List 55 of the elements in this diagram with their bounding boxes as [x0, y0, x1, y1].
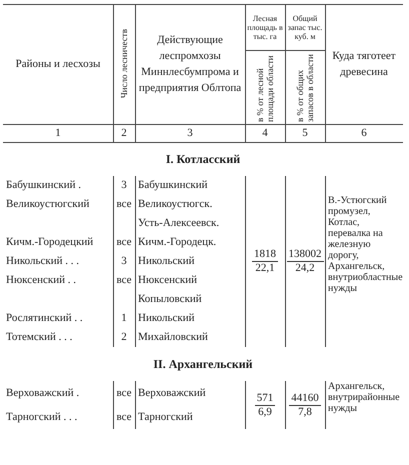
district-cell-text: Бабушкинский .	[5, 179, 82, 192]
column-header: Число лесничеств	[119, 29, 129, 99]
enterprise-cell-text: Великоустюгск.	[137, 198, 214, 211]
fraction-numerator: 44160	[289, 392, 321, 406]
count-cell: 2	[121, 331, 127, 344]
fraction-denominator: 7,8	[297, 406, 313, 418]
enterprise-cell-text: Тарногский	[137, 410, 194, 424]
district-cell-text: Нюксенский . .	[5, 274, 78, 287]
enterprise-cell-text: Копыловский	[137, 293, 203, 306]
enterprise-cell-text: Усть-Алексеевск.	[137, 217, 220, 230]
district-cell-text: Верховажский .	[5, 386, 80, 400]
district-cell-text: Тарногский . . .	[5, 410, 78, 424]
fraction-denominator: 6,9	[257, 406, 273, 418]
column-number: 5	[302, 126, 308, 140]
enterprise-cell-text: Нюксенский	[137, 274, 198, 287]
column-number: 2	[121, 126, 127, 140]
district-cell-text: Кичм.-Городецкий	[5, 236, 94, 249]
column-header: Куда тяготеет древесина	[331, 49, 397, 80]
count-cell: 1	[121, 312, 127, 325]
fraction-numerator: 1818	[252, 248, 278, 262]
column-header: Лесная площадь в тыс. га	[246, 14, 284, 40]
destination-cell-text: Архангельск, внутрирайонные нужды	[327, 381, 401, 414]
column-number: 6	[361, 126, 367, 140]
column-header: Районы и лесхозы	[14, 57, 102, 72]
enterprise-cell-text: Михайловский	[137, 331, 209, 344]
fraction-numerator: 138002	[286, 248, 324, 262]
enterprise-cell-text: Никольский	[137, 255, 196, 268]
district-cell-text: Великоустюгский	[5, 198, 90, 211]
enterprise-cell-text: Кичм.-Городецк.	[137, 236, 218, 249]
count-cell: все	[116, 410, 132, 424]
column-header: Общий запас тыс. куб. м	[286, 14, 324, 40]
count-cell: все	[116, 198, 132, 211]
count-cell: все	[116, 386, 132, 400]
district-cell-text: Никольский . . .	[5, 255, 80, 268]
enterprise-cell-text: Никольский	[137, 312, 196, 325]
count-cell: все	[116, 236, 132, 249]
count-cell: 3	[121, 179, 127, 192]
enterprise-cell-text: Бабушкинский	[137, 179, 208, 192]
count-cell: 3	[121, 255, 127, 268]
column-subheader: в % от общих запасов в области	[295, 53, 315, 122]
section-heading: II. Архангельский	[152, 358, 254, 370]
column-number: 3	[187, 126, 193, 140]
column-number: 1	[55, 126, 61, 140]
column-number: 4	[262, 126, 268, 140]
enterprise-cell-text: Верховажский	[137, 386, 207, 400]
count-cell: все	[116, 274, 132, 287]
fraction-denominator: 24,2	[294, 262, 316, 275]
column-subheader: в % от лесной площади области	[255, 54, 275, 122]
section-heading: I. Котласский	[164, 152, 242, 166]
district-cell-text: Рослятинский . .	[5, 312, 84, 325]
district-cell-text: Тотемский . . .	[5, 331, 74, 344]
fraction-denominator: 22,1	[254, 262, 276, 275]
fraction-numerator: 571	[254, 392, 276, 406]
destination-cell-text: В.-Устюгский промузел, Котлас, перевалка на железную дорогу, Архангельск, внутриобластные нужды	[327, 195, 404, 294]
column-header: Действующие леспромхозы Миннлесбумпрома и предприятия Облтопа	[138, 33, 242, 96]
